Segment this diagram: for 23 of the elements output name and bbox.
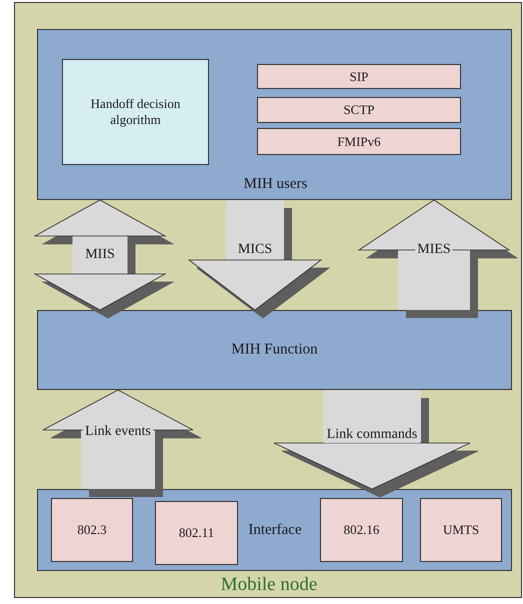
link-box (155, 501, 238, 565)
protocol-box (257, 64, 461, 89)
link-label: 802.3 (76, 522, 108, 538)
layer-panel (37, 29, 512, 200)
panel-title: MIH Function (230, 342, 319, 358)
module-label: Handoff decision algorithm (90, 96, 182, 128)
protocol-label: SCTP (342, 102, 376, 118)
panel-title: Interface (247, 522, 303, 539)
protocol-label: FMIPv6 (336, 134, 382, 150)
frame-title: Mobile node (220, 574, 318, 596)
panel-title: MIH users (242, 176, 308, 193)
protocol-label: SIP (348, 68, 370, 84)
link-label: UMTS (442, 522, 480, 538)
link-label: 802.16 (342, 522, 380, 538)
interface-panel (37, 489, 512, 571)
protocol-box (257, 97, 461, 123)
link-label: 802.11 (178, 525, 216, 541)
link-box (51, 498, 133, 562)
link-box (420, 498, 502, 562)
module-box (62, 59, 209, 165)
protocol-box (257, 128, 461, 155)
link-box (320, 498, 403, 562)
function-panel (37, 310, 512, 390)
